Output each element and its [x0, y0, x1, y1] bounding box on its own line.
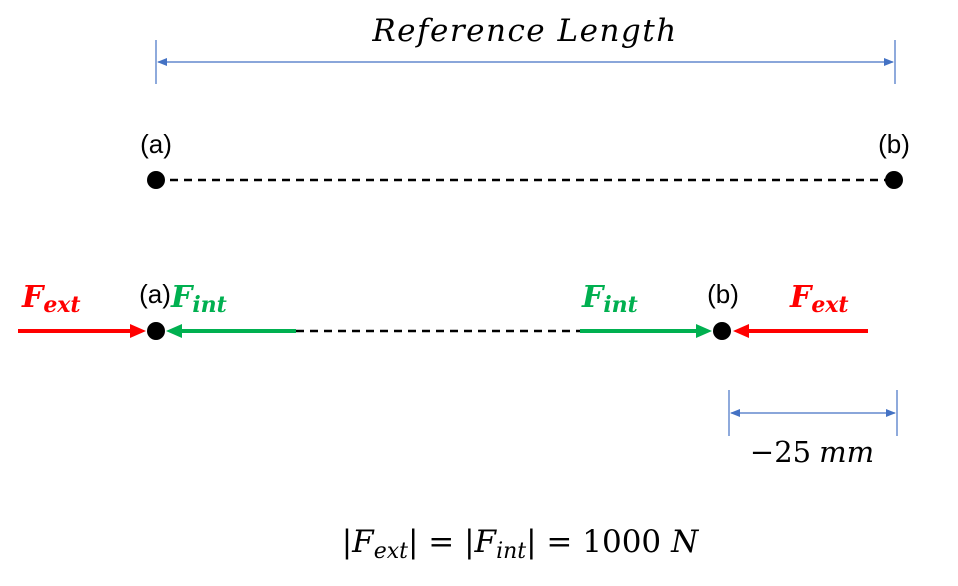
- left-internal-force-label: Fint: [170, 280, 227, 318]
- bottom-point-b-label: (b): [707, 279, 739, 309]
- left-internal-force-arrow: [166, 324, 296, 338]
- right-external-force-arrow: [733, 324, 868, 338]
- bottom-point-a-label: (a): [139, 279, 171, 309]
- reference-configuration: (a) (b): [140, 129, 910, 189]
- loaded-configuration: (a) (b) Fext Fint Fint Fext: [18, 279, 868, 340]
- right-external-force-label: Fext: [789, 280, 849, 318]
- reference-length-label: Reference Length: [371, 13, 677, 49]
- top-point-b-label: (b): [878, 129, 910, 159]
- right-internal-force-arrow: [580, 324, 712, 338]
- reference-length-dimension: Reference Length: [155, 13, 896, 84]
- top-point-b: [885, 171, 903, 189]
- top-point-a: [147, 171, 165, 189]
- bottom-point-a: [147, 322, 165, 340]
- top-point-a-label: (a): [140, 129, 172, 159]
- left-external-force-arrow: [18, 324, 146, 338]
- right-internal-force-label: Fint: [581, 280, 638, 318]
- bottom-point-b: [713, 322, 731, 340]
- left-external-force-label: Fext: [21, 280, 81, 318]
